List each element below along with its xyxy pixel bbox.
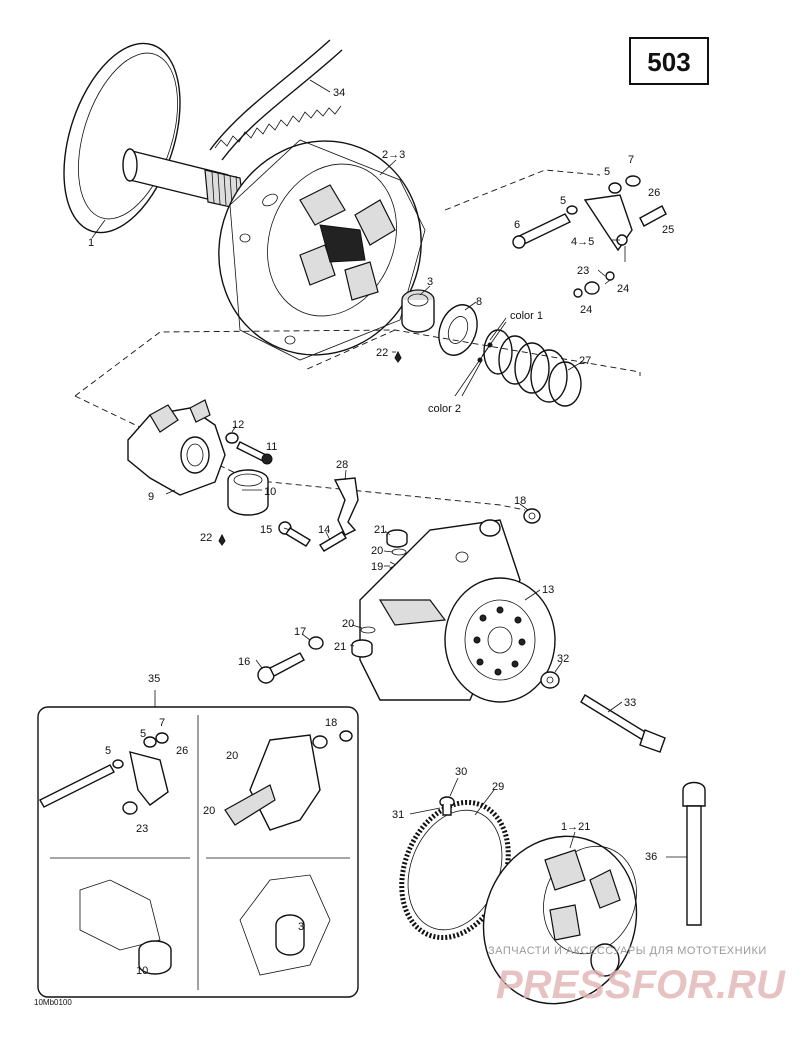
callout-27: 27 (579, 355, 591, 367)
callout-17: 17 (294, 626, 306, 638)
sleeve-10 (227, 469, 269, 516)
callout-5-left: 5 (560, 195, 566, 207)
inset-callout-18: 18 (325, 717, 337, 729)
callout-32: 32 (557, 653, 569, 665)
roller-21a (386, 529, 408, 548)
callout-24-left: 24 (580, 304, 592, 316)
callout-19: 19 (371, 561, 383, 573)
callout-16: 16 (238, 656, 250, 668)
callout-14: 14 (318, 524, 330, 536)
inset-callout-20-upper: 20 (226, 750, 238, 762)
callout-18: 18 (514, 495, 526, 507)
callout-9: 9 (148, 491, 154, 503)
callout-36: 36 (645, 851, 657, 863)
callouts: 1 34 2→3 3 8 22 color 1 color 2 27 7 5 5… (88, 87, 674, 977)
spring-27 (477, 329, 582, 407)
washer-17 (308, 636, 324, 650)
callout-20-lower: 20 (342, 618, 354, 630)
callout-22-upper: 22 (376, 347, 388, 359)
inset-callout-7: 7 (159, 717, 165, 729)
inset-callout-5-right: 5 (140, 728, 146, 740)
bushing-3 (401, 289, 435, 333)
callout-21-lower: 21 (334, 641, 346, 653)
inset-callout-10: 10 (136, 965, 148, 977)
callout-29: 29 (492, 781, 504, 793)
washer-8 (438, 304, 478, 356)
washer-20a (391, 548, 407, 556)
callout-15: 15 (260, 524, 272, 536)
screw-11 (225, 432, 273, 465)
callout-31: 31 (392, 809, 404, 821)
callout-4-to-5: 4→5 (571, 236, 594, 248)
complete-clutch (482, 835, 638, 1005)
screw-30 (439, 796, 455, 816)
watermark-line1: ЗАПЧАСТИ И АКСЕССУАРЫ ДЛЯ МОТОТЕХНИКИ (488, 945, 767, 957)
pin-14 (319, 531, 347, 552)
callout-2-to-3: 2→3 (382, 149, 405, 161)
callout-21-upper: 21 (374, 524, 386, 536)
callout-5-right: 5 (604, 166, 610, 178)
sliding-sheave (218, 139, 426, 361)
callout-11: 11 (266, 441, 277, 453)
inset-callout-5-left: 5 (105, 745, 111, 757)
callout-1-to-21: 1→21 (561, 821, 590, 833)
callout-7: 7 (628, 154, 634, 166)
page-number: 503 (647, 47, 690, 77)
callout-25: 25 (662, 224, 674, 236)
bolt-15 (278, 521, 311, 547)
inset-callout-26: 26 (176, 745, 188, 757)
callout-1: 1 (88, 237, 94, 249)
bolt-36 (682, 781, 706, 926)
inset-callout-23: 23 (136, 823, 148, 835)
callout-12: 12 (232, 419, 244, 431)
callout-24-right: 24 (617, 283, 629, 295)
callout-28: 28 (336, 459, 348, 471)
upper-dashed-outline (74, 329, 641, 397)
ramp-28 (333, 477, 359, 536)
callout-8: 8 (476, 296, 482, 308)
callout-6: 6 (514, 219, 520, 231)
leader-lines (91, 79, 687, 858)
watermark: ЗАПЧАСТИ И АКСЕССУАРЫ ДЛЯ МОТОТЕХНИКИ PR… (488, 945, 786, 1007)
inset-callout-20-lower: 20 (203, 805, 215, 817)
nut-18 (523, 508, 541, 524)
callout-33: 33 (624, 697, 636, 709)
callout-20-upper: 20 (371, 545, 383, 557)
callout-13: 13 (542, 584, 554, 596)
inset-box (37, 690, 359, 998)
washer-20b (360, 626, 376, 634)
callout-26: 26 (648, 187, 660, 199)
drive-belt (209, 39, 343, 161)
callout-10: 10 (264, 486, 276, 498)
roller-21b (351, 639, 373, 658)
spider-9 (127, 399, 226, 496)
watermark-line2: PRESSFOR.RU (496, 963, 786, 1007)
callout-30: 30 (455, 766, 467, 778)
drawing-code: 10Mb0100 (34, 998, 72, 1007)
governor-cup-13 (359, 519, 556, 703)
inset-callout-3: 3 (298, 921, 304, 933)
callout-22-lower: 22 (200, 532, 212, 544)
callout-35: 35 (148, 673, 160, 685)
callout-34: 34 (333, 87, 345, 99)
fixed-sheave (63, 42, 245, 234)
callout-23: 23 (577, 265, 589, 277)
roller-arm-assembly (512, 175, 667, 298)
page-number-box: 503 (629, 37, 709, 85)
bolt-33 (580, 694, 666, 753)
callout-3: 3 (427, 276, 433, 288)
callout-color-2: color 2 (428, 403, 461, 415)
callout-color-1: color 1 (510, 310, 543, 322)
bolt-16 (257, 652, 305, 684)
washer-32 (540, 671, 560, 689)
